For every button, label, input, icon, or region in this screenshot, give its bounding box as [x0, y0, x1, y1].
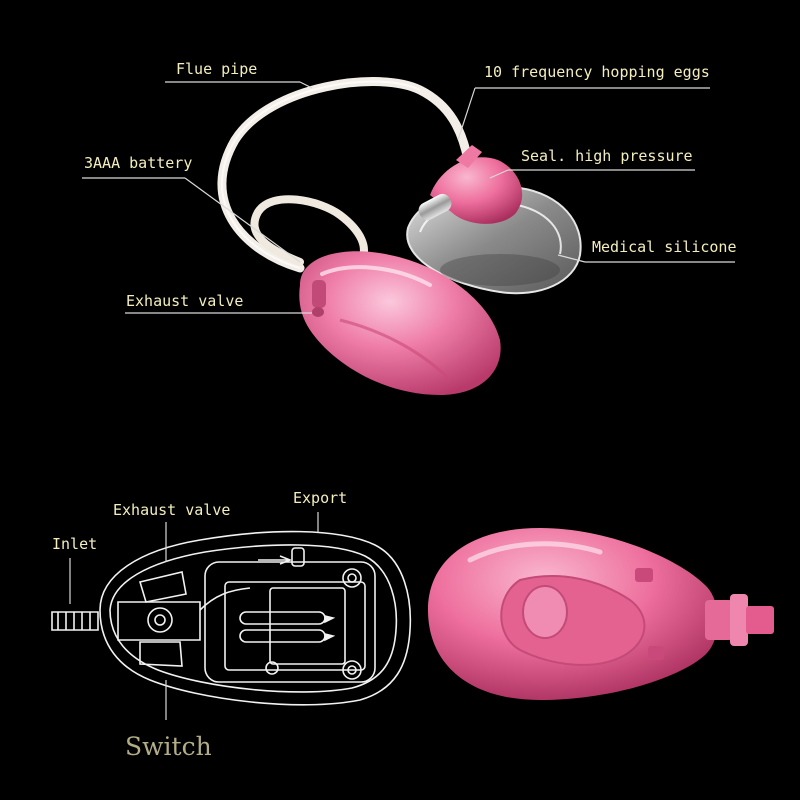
leader-hopping-eggs-tail [457, 87, 476, 141]
vibrating-egg-illustration [418, 145, 523, 224]
label-exhaust-valve-bottom: Exhaust valve [113, 501, 231, 519]
leader-medical-silicone-tail [557, 254, 586, 263]
top-leader-lines [82, 81, 735, 314]
tube-illustration [217, 77, 473, 273]
label-inlet: Inlet [52, 535, 98, 553]
leader-seal-tail [489, 169, 509, 179]
pump-schematic [51, 530, 412, 706]
leader-battery-tail [184, 177, 301, 263]
label-hopping-eggs: 10 frequency hopping eggs [484, 63, 710, 81]
bottom-leader-lines [69, 512, 319, 720]
label-switch: Switch [125, 732, 212, 761]
label-seal: Seal. high pressure [521, 147, 693, 165]
pump-body-bottom-illustration [428, 528, 774, 700]
suction-cup-illustration [406, 185, 582, 295]
label-medical-silicone: Medical silicone [592, 238, 737, 256]
label-battery: 3AAA battery [84, 154, 193, 172]
label-exhaust-valve-top: Exhaust valve [126, 292, 244, 310]
label-export: Export [293, 489, 348, 507]
leader-flue-pipe-tail [299, 81, 313, 89]
label-flue-pipe: Flue pipe [176, 60, 258, 78]
pump-body-top-illustration [299, 251, 501, 395]
